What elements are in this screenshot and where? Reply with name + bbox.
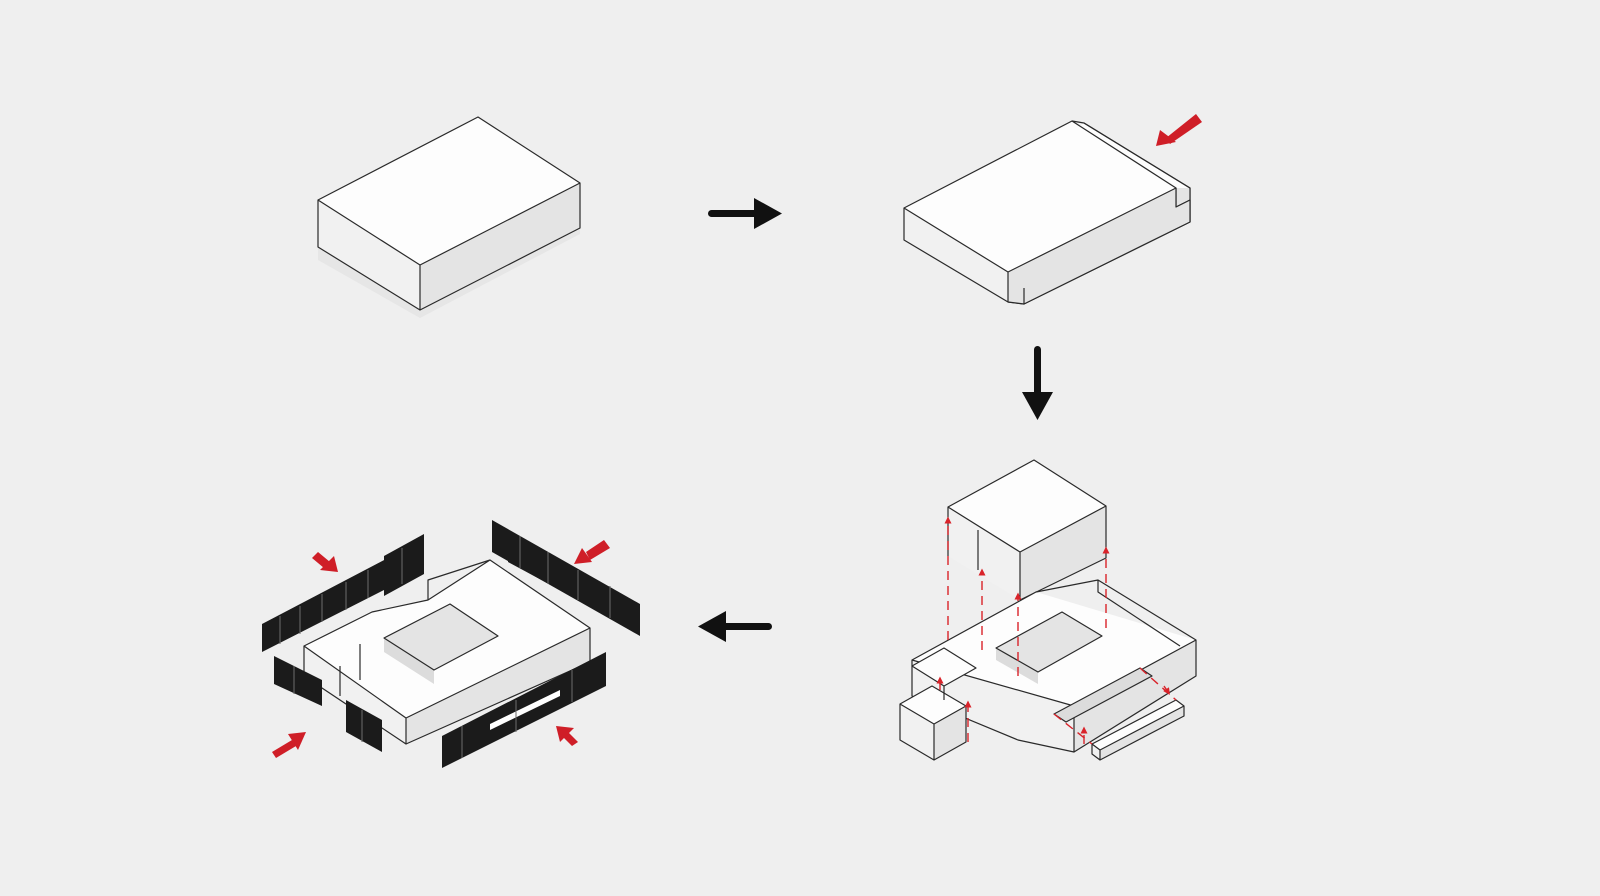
push-arrow-icon xyxy=(1156,114,1202,146)
push-arrow-icon xyxy=(272,732,306,758)
flow-arrow-left xyxy=(698,611,772,642)
lift-arrows xyxy=(936,516,1177,745)
facade-panels xyxy=(262,520,640,768)
flow-arrow-right xyxy=(708,198,782,229)
push-arrow-icon xyxy=(574,540,610,564)
push-arrow-icon xyxy=(556,726,578,746)
step-4-facade-assembly xyxy=(262,520,640,768)
flow-arrow-down xyxy=(1022,346,1053,420)
push-arrow-icon xyxy=(312,552,338,572)
push-arrows xyxy=(272,540,610,758)
step-1-plain-block xyxy=(317,116,581,318)
step-3-exploded-volumes xyxy=(899,459,1197,761)
step-2-stepped-slab xyxy=(903,114,1202,305)
panel-striping xyxy=(279,536,611,758)
